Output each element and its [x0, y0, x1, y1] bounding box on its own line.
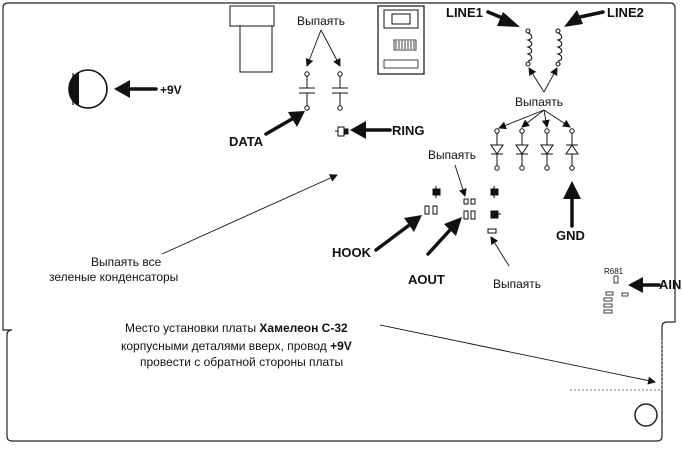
note-solder-top: Выпаять	[297, 14, 345, 28]
label-r681: R681	[604, 267, 624, 276]
note-caps-line2: зеленые конденсаторы	[49, 270, 178, 284]
power-jack	[229, 5, 275, 73]
install-line1-text: Место установки платы	[125, 321, 259, 335]
board-outline	[2, 2, 676, 442]
install-line1-bold: Хамелеон С-32	[259, 321, 348, 335]
label-gnd: GND	[556, 228, 585, 243]
note-solder-bottom: Выпаять	[493, 277, 541, 291]
diode-bridge	[490, 128, 579, 171]
label-ain: AIN	[659, 277, 681, 292]
ring-component	[335, 126, 349, 137]
electrolytic-capacitor	[68, 69, 108, 109]
module-outline	[570, 340, 663, 391]
note-solder-mid: Выпаять	[515, 95, 563, 109]
inductor-line2	[555, 28, 563, 67]
inductor-line1	[525, 28, 533, 67]
smd-components	[424, 186, 501, 234]
label-plus9v: +9V	[160, 83, 182, 97]
install-line2-bold: +9V	[330, 339, 352, 353]
install-line2-text: корпусными деталями вверх, провод	[121, 339, 330, 353]
mounting-hole	[634, 403, 658, 427]
resistor-array	[603, 275, 629, 314]
note-solder-left: Выпаять	[428, 148, 476, 162]
annotation-arrows	[161, 29, 656, 385]
capacitor-pair	[299, 71, 348, 111]
label-ring: RING	[392, 123, 425, 138]
rj-jack	[377, 5, 425, 75]
label-aout: AOUT	[408, 272, 445, 287]
note-install-line1: Место установки платы Хамелеон С-32	[125, 321, 348, 335]
label-line1: LINE1	[446, 5, 483, 20]
note-install-line3: провести с обратной стороны платы	[140, 355, 343, 369]
label-hook: HOOK	[332, 245, 372, 260]
label-data: DATA	[229, 134, 264, 149]
note-caps-line1: Выпаять все	[91, 255, 162, 269]
callout-arrows	[114, 10, 661, 293]
note-install-line2: корпусными деталями вверх, провод +9V	[121, 339, 352, 353]
label-line2: LINE2	[607, 5, 644, 20]
